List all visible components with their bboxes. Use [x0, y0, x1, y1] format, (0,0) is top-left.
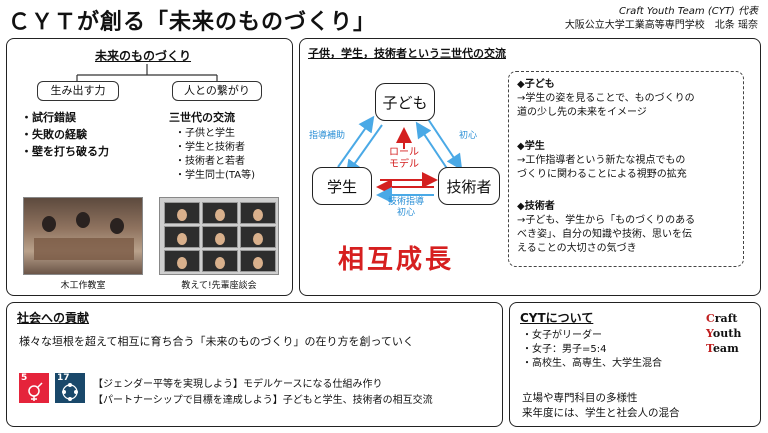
note-children: ◆子ども →学生の姿を見ることで、ものづくりの 道の少し先の未来をイメージ: [517, 78, 742, 120]
three-generation-heading: 子供，学生，技術者という三世代の交流: [308, 47, 506, 60]
label-role-model: ロール モデル: [389, 147, 419, 170]
acronym-youth: Youth: [706, 327, 742, 340]
social-contribution-heading: 社会への貢献: [17, 311, 90, 325]
cyt-diversity: 立場や専門科目の多様性 来年度には、学生と社会人の混合: [522, 391, 680, 421]
note-body: →学生の姿を見ることで、ものづくりの 道の少し先の未来をイメージ: [517, 93, 695, 118]
sdg5-number: 5: [21, 373, 28, 383]
diversity-line: 立場や専門科目の多様性: [522, 392, 638, 404]
future-craft-heading: 未来のものづくり: [95, 49, 192, 63]
three-generation-panel: 子供，学生，技術者という三世代の交流 子ども 学生 技術者 指導補助 初心 ロー…: [299, 38, 761, 296]
note-heading: ◆子ども: [517, 79, 555, 90]
sdg5-description: 【ジェンダー平等を実現しよう】モデルケースになる仕組み作り: [93, 379, 383, 390]
connection-box: 人との繋がり: [172, 81, 262, 101]
list-item: ・試行錯誤: [21, 111, 76, 124]
list-item: ・失敗の経験: [21, 128, 87, 141]
sdg17-badge: 17: [55, 373, 85, 403]
exchange-arrows: [337, 115, 463, 203]
label-assist: 指導補助: [308, 131, 345, 141]
mutual-growth-text: 相互成長: [338, 245, 455, 275]
sdg17-number: 17: [57, 373, 70, 383]
label-beginner: 初心: [458, 131, 477, 141]
woodwork-class-photo: [23, 197, 143, 275]
note-students: ◆学生 →工作指導者という新たな視点でもの づくりに関わることによる視野の拡充: [517, 140, 742, 182]
node-children: 子ども: [375, 83, 435, 121]
note-heading: ◆技術者: [517, 201, 555, 212]
author-line-2: 大阪公立大学工業高等専門学校 北条 瑶奈: [564, 20, 758, 31]
acronym-craft: Craft: [706, 312, 738, 325]
contribution-statement: 様々な垣根を超えて相互に育ち合う「未来のものづくり」の在り方を創っていく: [19, 335, 414, 348]
list-item: ・学生同士(TA等): [175, 170, 255, 181]
note-heading: ◆学生: [517, 141, 545, 152]
woodwork-class-caption: 木工作教室: [60, 281, 106, 291]
senior-talk-photo: [159, 197, 279, 275]
social-contribution-panel: 社会への貢献 様々な垣根を超えて相互に育ち合う「未来のものづくり」の在り方を創っ…: [6, 302, 503, 427]
cyt-facts: ・女子がリーダー ・女子：男子=5:4 ・高校生、高専生、大学生混合: [522, 329, 662, 371]
list-item: ・子供と学生: [175, 128, 235, 139]
acronym-team: Team: [706, 342, 739, 355]
note-engineers: ◆技術者 →子ども、学生から「ものづくりのある べき姿」、自分の知識や技術、思い…: [517, 200, 742, 256]
three-gen-heading: 三世代の交流: [169, 111, 235, 124]
node-students: 学生: [312, 167, 372, 205]
notes-box: ◆子ども →学生の姿を見ることで、ものづくりの 道の少し先の未来をイメージ ◆学…: [508, 71, 744, 267]
node-engineers: 技術者: [438, 167, 500, 205]
note-body: →工作指導者という新たな視点でもの づくりに関わることによる視野の拡充: [517, 155, 687, 180]
sdg17-description: 【パートナーシップで目標を達成しよう】子どもと学生、技術者の相互交流: [93, 395, 433, 406]
author-line-1: Craft Youth Team (CYT) 代表: [619, 6, 758, 17]
future-craft-panel: 未来のものづくり 生み出す力 人との繋がり ・試行錯誤 ・失敗の経験 ・壁を打ち…: [6, 38, 293, 296]
gender-equality-icon: [28, 382, 43, 401]
list-item: ・学生と技術者: [175, 142, 245, 153]
diversity-line: 来年度には、学生と社会人の混合: [522, 407, 680, 419]
creating-power-box: 生み出す力: [37, 81, 119, 101]
list-item: ・女子がリーダー: [522, 330, 602, 341]
three-gen-list: ・子供と学生 ・学生と技術者 ・技術者と若者 ・学生同士(TA等): [175, 127, 255, 183]
list-item: ・技術者と若者: [175, 156, 245, 167]
about-cyt-heading: CYTについて: [520, 311, 594, 325]
about-cyt-panel: CYTについて ・女子がリーダー ・女子：男子=5:4 ・高校生、高専生、大学生…: [509, 302, 761, 427]
heading-connector: [76, 64, 218, 81]
senior-talk-caption: 教えて!先輩座談会: [181, 281, 257, 291]
author-block: Craft Youth Team (CYT) 代表 大阪公立大学工業高等専門学校…: [565, 5, 758, 33]
list-item: ・女子：男子=5:4: [522, 344, 607, 355]
sdg5-badge: 5: [19, 373, 49, 403]
label-tech-guidance: 技術指導 初心: [387, 197, 424, 218]
partnership-icon: [62, 383, 78, 401]
cyt-acronym: Craft Youth Team: [706, 311, 741, 356]
creating-power-list: ・試行錯誤 ・失敗の経験 ・壁を打ち破る力: [21, 109, 109, 160]
page-title: ＣＹＴが創る「未来のものづくり」: [8, 10, 377, 35]
list-item: ・壁を打ち破る力: [21, 145, 109, 158]
note-body: →子ども、学生から「ものづくりのある べき姿」、自分の知識や技術、思いを伝 える…: [517, 215, 696, 254]
list-item: ・高校生、高専生、大学生混合: [522, 358, 662, 369]
